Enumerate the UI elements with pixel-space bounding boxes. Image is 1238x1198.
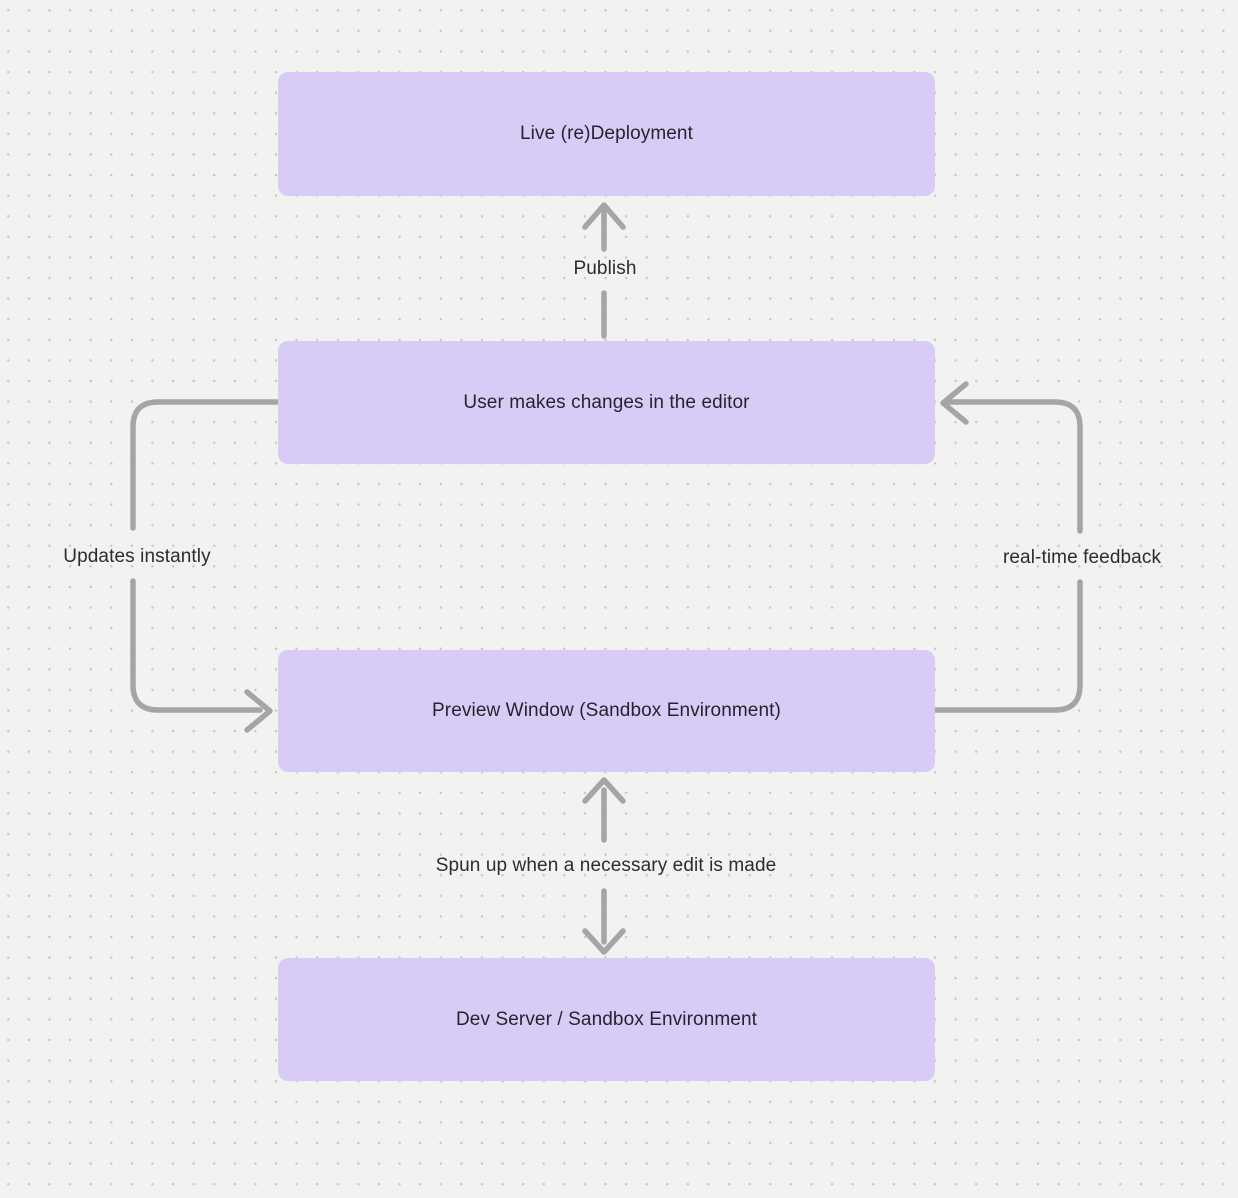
node-label: Preview Window (Sandbox Environment)	[432, 700, 781, 721]
edge-label-real-time-feedback: real-time feedback	[1002, 547, 1162, 568]
arrowhead-right-icon	[244, 689, 273, 733]
edge-label-publish: Publish	[573, 258, 637, 279]
arrowhead-up-icon	[582, 202, 626, 230]
node-live-redeployment: Live (re)Deployment	[278, 72, 935, 196]
node-label: Dev Server / Sandbox Environment	[455, 1008, 757, 1030]
arrowhead-up-icon	[582, 777, 626, 804]
node-user-makes-changes: User makes changes in the editor	[278, 341, 935, 464]
node-preview-window: Preview Window (Sandbox Environment)	[278, 650, 935, 772]
node-label: Live (re)Deployment	[520, 123, 693, 144]
arrowhead-down-icon	[582, 928, 626, 955]
edge-label-updates-instantly: Updates instantly	[63, 546, 211, 567]
arrowhead-left-icon	[940, 381, 969, 425]
node-label: User makes changes in the editor	[463, 391, 750, 413]
node-dev-server: Dev Server / Sandbox Environment	[278, 958, 935, 1081]
edge-label-spun-up: Spun up when a necessary edit is made	[435, 855, 777, 876]
